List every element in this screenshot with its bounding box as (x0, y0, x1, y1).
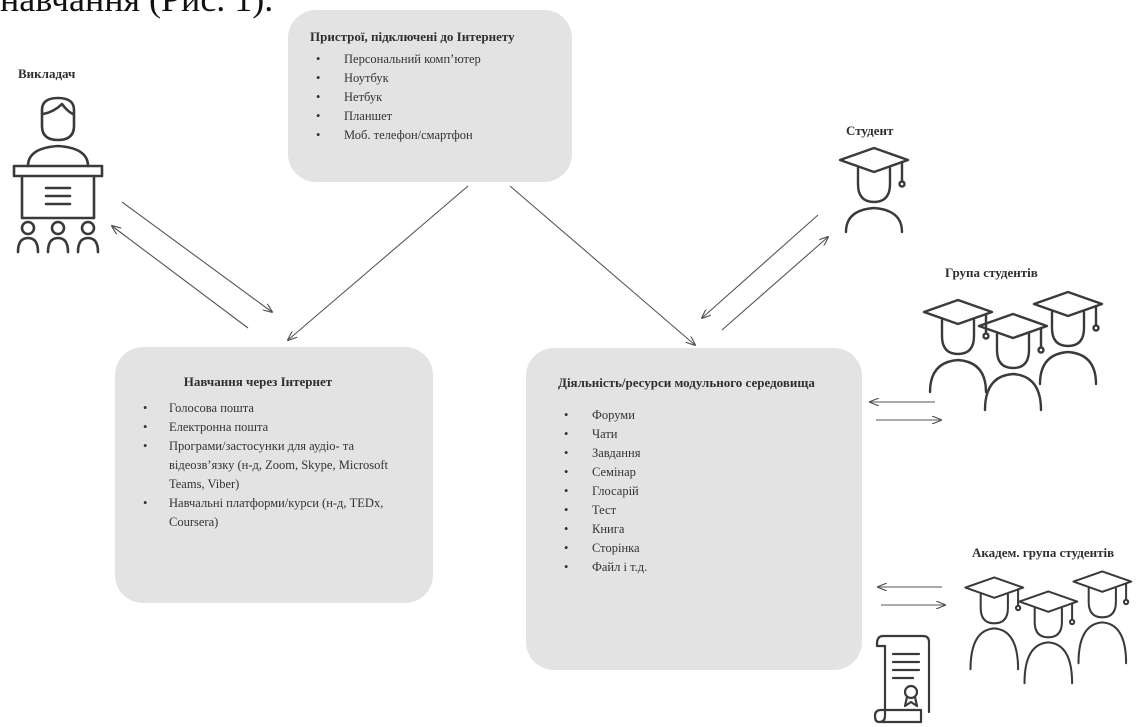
teacher-label: Викладач (18, 66, 76, 81)
arrow-module-to-student (721, 237, 828, 331)
student-label: Студент (846, 123, 894, 138)
devices-title: Пристрої, підключені до Інтернету (310, 29, 515, 44)
devices-box: Пристрої, підключені до Інтернету Персон… (288, 10, 572, 182)
list-item: Програми/застосунки для аудіо- та відеоз… (137, 437, 415, 494)
list-item: Голосова пошта (137, 399, 415, 418)
list-item: Електронна пошта (137, 418, 415, 437)
list-item: Форуми (558, 406, 844, 425)
list-item: Планшет (310, 107, 572, 126)
list-item: Персональний комп’ютер (310, 50, 572, 69)
module-environment-box: Діяльність/ресурси модульного середовища… (526, 348, 862, 670)
list-item: Навчальні платформи/курси (н-д, TEDx, Co… (137, 494, 415, 532)
list-item: Завдання (558, 444, 844, 463)
online-learning-list: Голосова пошта Електронна пошта Програми… (137, 399, 415, 532)
devices-list: Персональний комп’ютер Ноутбук Нетбук Пл… (310, 50, 572, 145)
graduate-student-icon (838, 146, 910, 234)
list-item: Семінар (558, 463, 844, 482)
list-item: Ноутбук (310, 69, 572, 88)
arrow-devices-to-module (509, 185, 695, 345)
caption-fragment: навчання (Рис. 1). (0, 0, 273, 20)
arrow-teacher-to-online (121, 201, 272, 312)
student-group-icon (922, 290, 1104, 412)
academic-group-icon (964, 570, 1133, 685)
student-group-label: Група студентів (945, 265, 1038, 280)
list-item: Сторінка (558, 539, 844, 558)
diploma-scroll-icon (873, 634, 931, 724)
list-item: Тест (558, 501, 844, 520)
arrow-online-to-teacher (112, 226, 249, 329)
online-learning-box: Навчання через Інтернет Голосова пошта Е… (115, 347, 433, 603)
list-item: Книга (558, 520, 844, 539)
list-item: Чати (558, 425, 844, 444)
module-title: Діяльність/ресурси модульного середовища (558, 375, 815, 390)
online-learning-title: Навчання через Інтернет (183, 374, 333, 389)
lecturer-podium-icon (12, 96, 104, 254)
list-item: Моб. телефон/смартфон (310, 126, 572, 145)
academic-group-label: Академ. група студентів (972, 545, 1115, 560)
arrow-devices-to-online (288, 185, 469, 340)
list-item: Глосарій (558, 482, 844, 501)
list-item: Файл і т.д. (558, 558, 844, 577)
arrow-student-to-module (702, 214, 819, 318)
module-list: Форуми Чати Завдання Семінар Глосарій Те… (558, 406, 844, 577)
list-item: Нетбук (310, 88, 572, 107)
